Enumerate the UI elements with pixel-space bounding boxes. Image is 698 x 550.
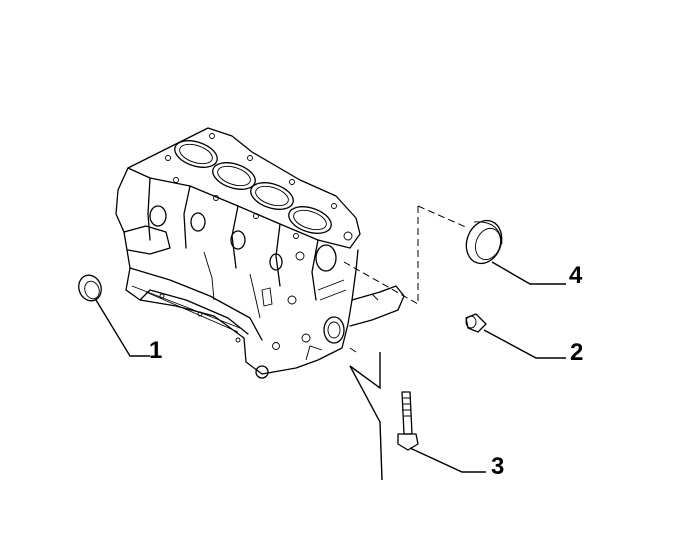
callout-1: 1 [149, 337, 162, 364]
assembly-line-block [343, 261, 419, 305]
callout-2: 2 [570, 339, 583, 366]
part-4-oil-seal [465, 219, 566, 285]
assembly-line-seal-top [417, 205, 469, 229]
callout-4: 4 [569, 262, 583, 289]
part-3-bolt [397, 391, 486, 473]
part-2-dowel [465, 313, 566, 359]
bolt-bracket [349, 352, 383, 481]
part-1-ring-seal [78, 274, 150, 357]
callout-3: 3 [491, 453, 504, 480]
